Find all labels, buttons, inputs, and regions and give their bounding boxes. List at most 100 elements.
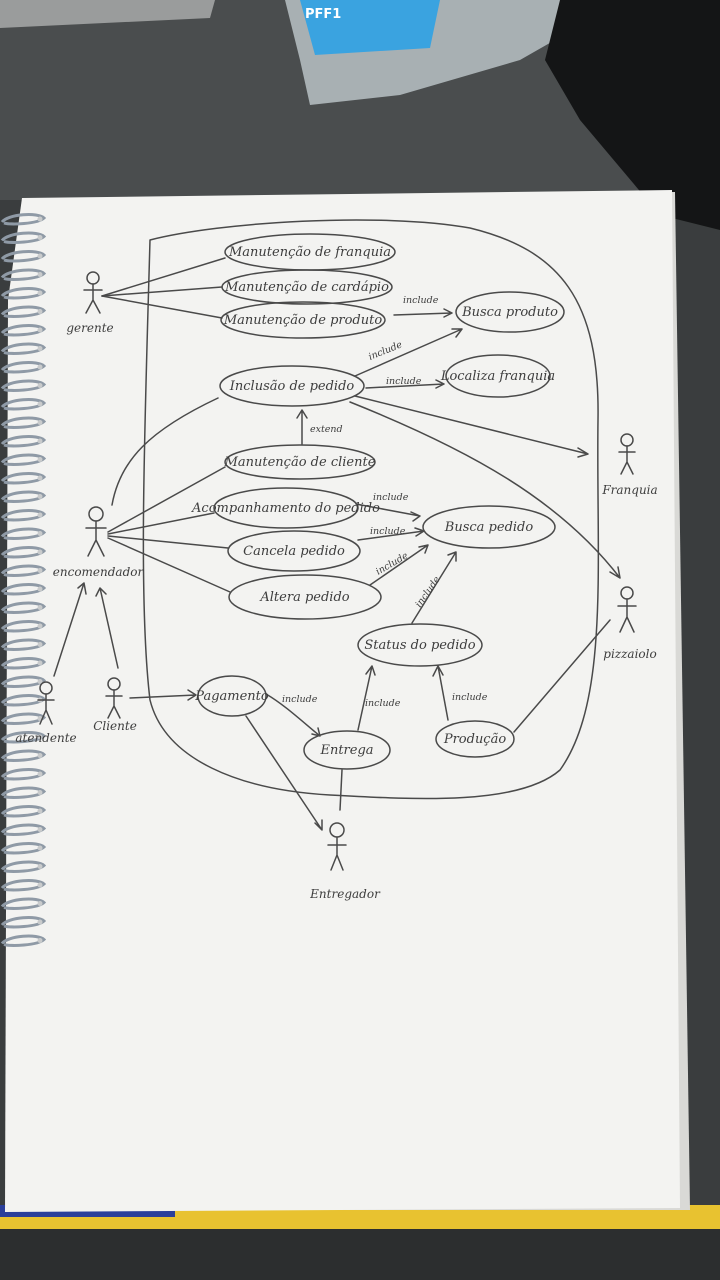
spiral-hole: [37, 660, 43, 666]
use-case-inclusao-pedido: [219, 365, 365, 407]
spiral-hole: [37, 938, 43, 943]
use-case-cancela-pedido: [227, 530, 361, 572]
spiral-ring: [0, 768, 47, 781]
actor-cliente: [105, 677, 123, 719]
generalization-atendente: [53, 582, 87, 677]
spiral-hole: [37, 494, 43, 499]
spiral-ring: [0, 823, 47, 836]
use-case-label: Manutenção de cardápio: [224, 280, 389, 295]
assoc-encomendador-cliente: [107, 466, 226, 533]
spiral-hole: [37, 753, 43, 758]
spiral-ring: [0, 546, 47, 559]
use-case-diagram: [37, 219, 637, 871]
use-case-label: Acompanhamento do pedido: [191, 501, 380, 516]
spiral-ring: [0, 583, 47, 596]
spiral-ring: [0, 564, 47, 577]
spiral-hole: [37, 346, 43, 351]
spiral-ring: [0, 250, 47, 263]
spiral-ring: [0, 805, 47, 818]
spiral-ring: [0, 435, 47, 448]
use-case-label: Inclusão de pedido: [229, 379, 355, 394]
spiral-ring: [0, 453, 47, 466]
use-case-manutencao-cliente: [224, 444, 376, 480]
system-boundary: [142, 219, 600, 800]
use-case-label: Altera pedido: [259, 590, 349, 605]
packet-label: PFF1: [305, 7, 341, 22]
include-entrega-status: [357, 665, 376, 731]
spiral-ring: [0, 324, 47, 337]
assoc-pagamento-entregador: [245, 715, 323, 831]
use-case-label: Entrega: [319, 743, 373, 758]
spiral-hole: [37, 919, 43, 925]
assoc-producao-pizzaiolo: [513, 619, 611, 733]
use-case-label: Cancela pedido: [243, 544, 345, 559]
spiral-hole: [37, 327, 43, 333]
spiral-ring: [0, 694, 47, 707]
use-case-manutencao-produto: [220, 301, 386, 339]
relation-label: include: [282, 694, 318, 705]
assoc-encomendador-altera: [107, 537, 231, 593]
spiral-ring: [0, 416, 47, 429]
include-inclusao-busca-produto: [354, 328, 463, 377]
use-case-label: Manutenção de franquia: [228, 245, 391, 260]
spiral-hole: [37, 549, 43, 555]
use-case-label: Manutenção de produto: [223, 313, 383, 328]
assoc-inclusao-pizzaiolo: [349, 401, 621, 579]
spiral-hole: [37, 457, 43, 462]
plastic-packet: PFF1: [285, 0, 590, 105]
spiral-ring: [0, 509, 47, 522]
spiral-hole: [37, 364, 43, 370]
actor-label: encomendador: [53, 565, 145, 579]
spiral-ring: [0, 268, 47, 281]
spiral-ring: [0, 842, 47, 855]
relation-label: include: [370, 526, 406, 537]
spiral-binding: [0, 213, 47, 947]
assoc-inclusao-franquia: [354, 395, 589, 458]
dark-object: [545, 0, 720, 230]
include-cancela-busca: [357, 527, 425, 541]
include-pagamento-entrega: [265, 693, 321, 737]
spiral-ring: [0, 287, 47, 300]
actor-label: atendente: [15, 731, 76, 745]
use-case-entrega: [303, 730, 391, 770]
actor-label: gerente: [66, 321, 113, 335]
spiral-ring: [0, 342, 47, 355]
extend-cliente-inclusao: [296, 409, 308, 445]
assoc-cliente-pagamento: [129, 689, 197, 701]
use-case-acompanhamento-pedido: [213, 487, 359, 529]
spiral-hole: [37, 827, 43, 832]
spiral-ring: [0, 860, 47, 873]
actor-gerente: [83, 271, 103, 314]
spiral-ring: [0, 638, 47, 651]
spiral-hole: [37, 790, 43, 795]
spiral-hole: [37, 401, 43, 407]
generalization-cliente: [95, 587, 119, 669]
spiral-hole: [37, 642, 43, 647]
spiral-hole: [37, 438, 43, 444]
spiral-ring: [0, 934, 47, 947]
actor-atendente: [37, 681, 55, 725]
relation-label: include: [386, 376, 422, 387]
use-case-pagamento: [197, 675, 267, 717]
relation-label: include: [373, 492, 409, 503]
spiral-ring: [0, 749, 47, 762]
use-case-label: Pagamento: [194, 689, 269, 704]
use-case-label: Localiza franquia: [440, 369, 555, 384]
spiral-ring: [0, 527, 47, 540]
use-case-busca-pedido: [422, 505, 556, 549]
use-case-label: Produção: [443, 732, 507, 747]
spiral-hole: [37, 309, 43, 314]
spiral-ring: [0, 897, 47, 910]
spiral-hole: [37, 808, 43, 814]
spiral-ring: [0, 786, 47, 799]
spiral-ring: [0, 213, 47, 226]
assoc-gerente-produto: [101, 295, 223, 319]
spiral-hole: [37, 235, 43, 240]
assoc-encomendador-inclusao: [111, 397, 219, 506]
assoc-encomendador-cancela: [107, 535, 229, 549]
actor-pizzaiolo: [617, 586, 637, 633]
include-altera-busca: [369, 544, 429, 586]
use-case-status-pedido: [357, 623, 483, 667]
spiral-ring: [0, 657, 47, 670]
spiral-hole: [37, 605, 43, 610]
